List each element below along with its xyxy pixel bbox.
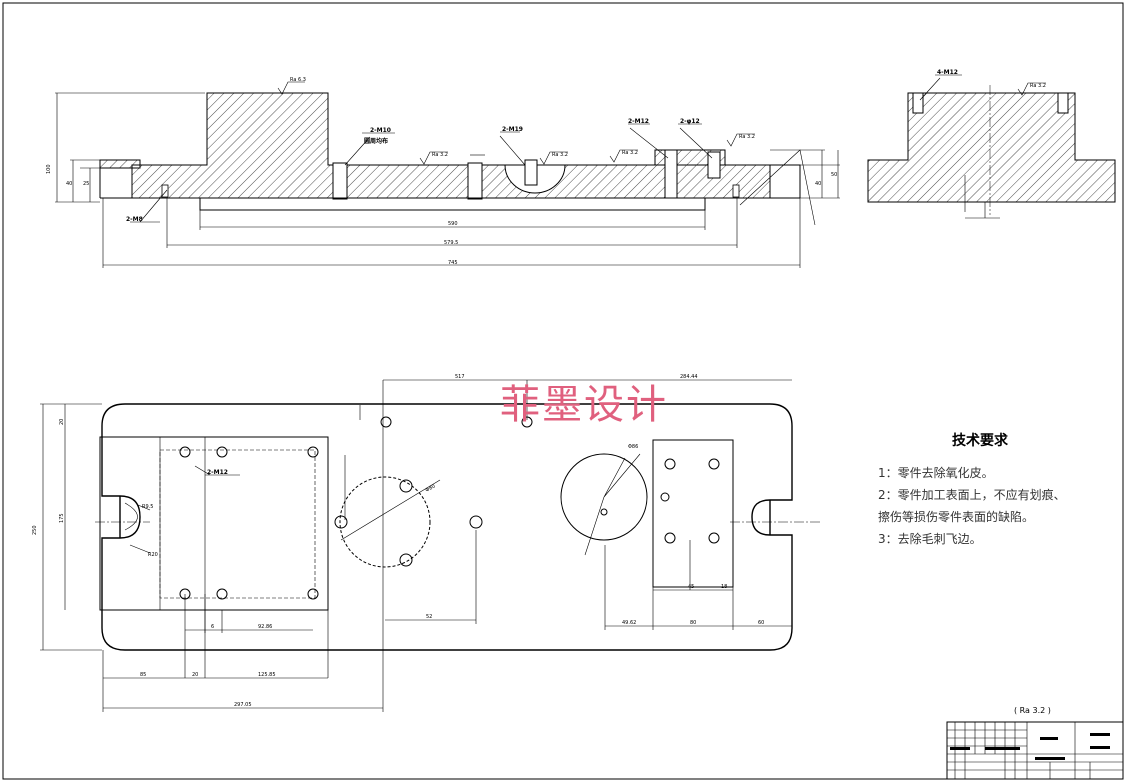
roughness-side-top: Ra 3.2 xyxy=(1030,83,1046,89)
callout-2-phi12: 2-φ12 xyxy=(680,118,700,125)
general-roughness-symbol: ( Ra 3.2 ) xyxy=(1014,706,1051,715)
requirement-item: 擦伤等损伤零件表面的缺陷。 xyxy=(878,510,1035,524)
dim-front-height-e: 50 xyxy=(831,172,837,178)
dim-plan-top-a: 517 xyxy=(455,374,465,380)
dim-plan-center-a: 52 xyxy=(426,614,432,620)
dim-plan-left-c: 20 xyxy=(59,419,65,425)
technical-requirements-title: 技术要求 xyxy=(952,433,1008,449)
roughness-mid-c: Ra 3.2 xyxy=(622,150,638,156)
roughness-right-a: Ra 3.2 xyxy=(739,134,755,140)
dim-plan-inner-b: 92.86 xyxy=(258,624,272,630)
dim-plan-left-b: 175 xyxy=(59,513,65,523)
dim-plan-top-b: 284.44 xyxy=(680,374,698,380)
plan-view xyxy=(40,379,820,712)
dim-front-height-a: 100 xyxy=(46,164,52,174)
technical-requirements-list: 1：零件去除氧化皮。 2：零件加工表面上，不应有划痕、 擦伤等损伤零件表面的缺陷… xyxy=(878,462,1118,550)
roughness-top-block: Ra 6.3 xyxy=(290,77,306,83)
watermark-text: 菲墨设计 xyxy=(500,382,668,428)
roughness-mid-a: Ra 3.2 xyxy=(432,152,448,158)
dim-plan-bottom-total: 297.05 xyxy=(234,702,252,708)
dim-plan-right-c: 60 xyxy=(758,620,764,626)
callout-2-m19: 2-M19 xyxy=(502,126,523,133)
dim-plan-right-a: 49.62 xyxy=(622,620,636,626)
dim-plan-bottom-a: 85 xyxy=(140,672,146,678)
dim-front-length-c: 590 xyxy=(448,221,458,227)
callout-2-m8: 2-M8 xyxy=(126,216,143,223)
dim-plan-right-e: 18 xyxy=(721,584,727,590)
requirement-item: 2：零件加工表面上，不应有划痕、 xyxy=(878,488,1066,502)
dim-slot-r: R9.5 xyxy=(142,504,153,510)
dim-circle-right: Φ86 xyxy=(628,444,638,450)
dim-front-length-b: 579.5 xyxy=(444,240,458,246)
dim-front-overall: 745 xyxy=(448,260,458,266)
callout-2-m10: 2-M10 xyxy=(370,127,391,134)
dim-plan-bottom-b: 20 xyxy=(192,672,198,678)
roughness-mid-b: Ra 3.2 xyxy=(552,152,568,158)
dim-plan-right-b: 80 xyxy=(690,620,696,626)
dim-plan-bottom-c: 125.85 xyxy=(258,672,276,678)
dim-plan-inner-a: 6 xyxy=(211,624,214,630)
callout-m10-note: 圆周均布 xyxy=(364,137,388,145)
requirement-item: 3：去除毛刺飞边。 xyxy=(878,532,982,546)
front-section-view xyxy=(55,92,840,268)
dim-plan-height: 250 xyxy=(32,525,38,535)
roughness-symbols xyxy=(277,81,1046,165)
title-block xyxy=(946,721,1124,780)
dim-front-height-c: 25 xyxy=(83,181,89,187)
requirement-item: 1：零件去除氧化皮。 xyxy=(878,466,994,480)
dim-slot-r2: R20 xyxy=(148,552,158,558)
dim-front-height-b: 40 xyxy=(66,181,72,187)
callout-2-m12: 2-M12 xyxy=(628,118,649,125)
callout-side-4-m12: 4-M12 xyxy=(937,69,958,76)
side-section-view xyxy=(867,74,1116,219)
callout-plan-2-m12: 2-M12 xyxy=(207,469,228,476)
dim-front-height-d: 40 xyxy=(815,181,821,187)
dim-plan-right-d: 45 xyxy=(688,584,694,590)
dim-circle-left: Φ80 xyxy=(425,483,437,493)
